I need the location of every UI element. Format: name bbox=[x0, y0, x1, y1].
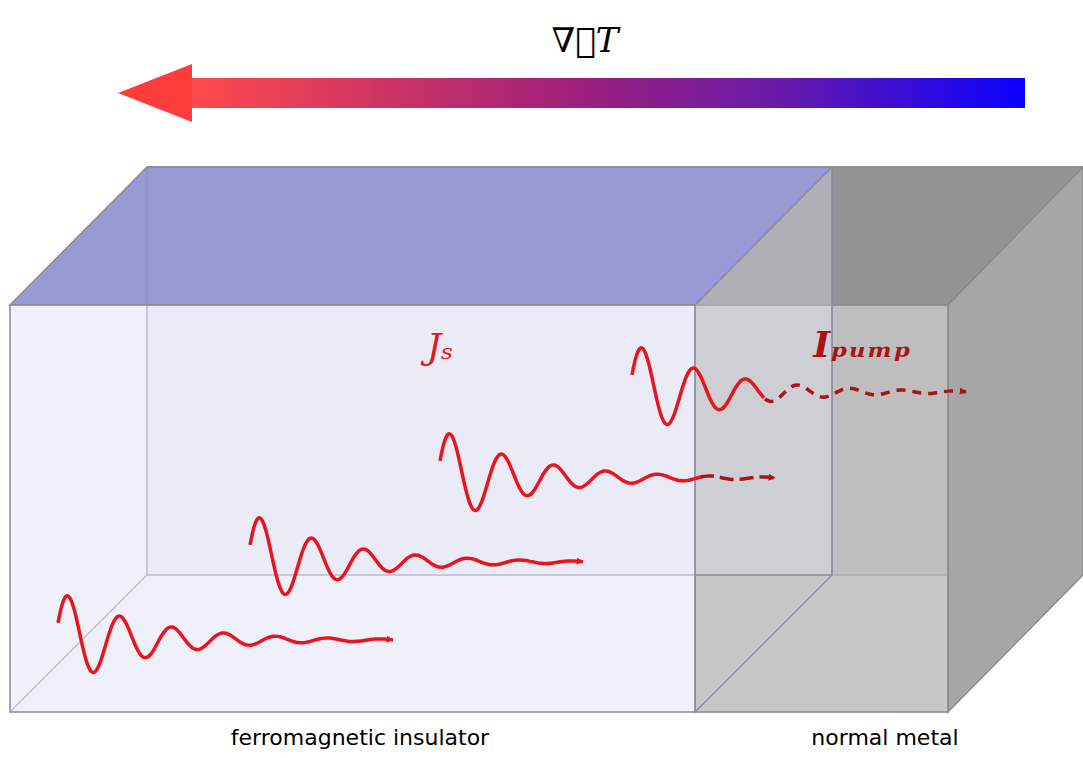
magnon-wave bbox=[440, 434, 700, 511]
spin-current-label: Jₛ bbox=[427, 326, 454, 367]
gradient-arrowhead bbox=[118, 64, 192, 122]
gradient-bar bbox=[188, 78, 1025, 108]
ferromagnetic-insulator-block bbox=[10, 167, 832, 712]
magnon-wave bbox=[250, 518, 583, 595]
pumped-wave bbox=[765, 385, 966, 401]
insulator-box: ferromagnetic insulator bbox=[10, 305, 695, 712]
magnon-wave bbox=[58, 596, 393, 673]
pumped-wave bbox=[700, 476, 775, 480]
block-label: normal metal bbox=[811, 725, 958, 750]
pump-current-label: Iₚᵤₘₚ bbox=[813, 323, 911, 365]
gradient-label: ∇⃗T bbox=[552, 20, 619, 60]
metal-box: normal metal bbox=[695, 305, 948, 712]
magnon-wave bbox=[632, 348, 764, 425]
block-label: ferromagnetic insulator bbox=[231, 725, 489, 750]
